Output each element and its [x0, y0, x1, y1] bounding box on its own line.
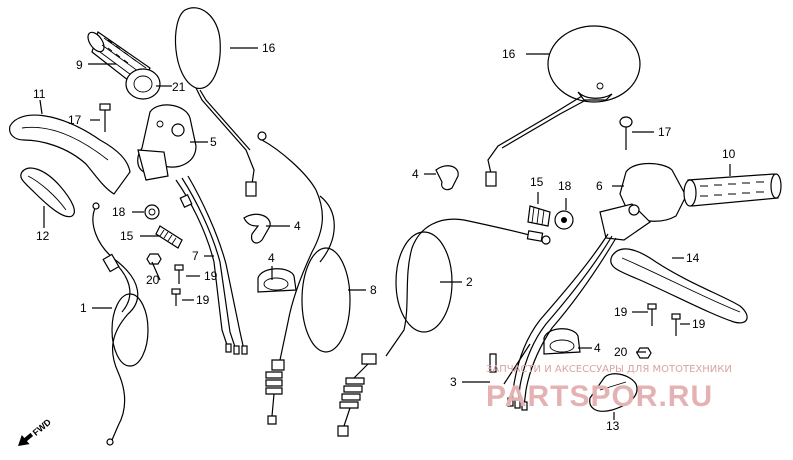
lever-pivot-bolt-part [99, 103, 111, 132]
callout-4-right-lower: 4 [594, 341, 601, 355]
callout-6: 6 [596, 179, 603, 193]
callout-15-right: 15 [530, 175, 544, 189]
callout-19-right-right: 19 [692, 317, 706, 331]
callout-9: 9 [76, 58, 83, 72]
right-screws [636, 303, 681, 359]
throttle-cable-part [257, 131, 351, 425]
grip-collar-part [125, 68, 161, 100]
watermark-tagline: ЗАПЧАСТИ И АКСЕССУАРЫ ДЛЯ МОТОТЕХНИКИ [486, 364, 732, 375]
left-small-parts [144, 204, 183, 249]
throttle-grip-part [683, 173, 782, 207]
forward-arrow: FWD [18, 417, 54, 446]
callout-12: 12 [36, 229, 50, 243]
callout-3: 3 [450, 375, 457, 389]
callout-14: 14 [686, 251, 700, 265]
leader-lines [39, 47, 731, 420]
forward-label: FWD [31, 417, 54, 438]
callout-4-left-upper: 4 [294, 219, 301, 233]
callout-18-right: 18 [558, 179, 572, 193]
callout-18-left: 18 [112, 205, 126, 219]
callout-numbers: 9 16 21 11 17 5 12 18 15 7 4 4 20 19 19 … [33, 41, 736, 433]
left-switch-housing-part [137, 104, 197, 181]
callout-17-left: 17 [68, 113, 82, 127]
callout-17-right: 17 [658, 125, 672, 139]
callout-4-left-lower: 4 [268, 251, 275, 265]
right-mirror-part [485, 25, 641, 187]
callout-16-left: 16 [262, 41, 276, 55]
callout-7: 7 [192, 249, 199, 263]
callout-4-right-upper: 4 [412, 167, 419, 181]
callout-2: 2 [466, 275, 473, 289]
callout-8: 8 [370, 283, 377, 297]
callout-16-right: 16 [502, 47, 516, 61]
callout-19-right-left: 19 [614, 305, 628, 319]
watermark-brand: PARTSPOR.RU [486, 380, 713, 413]
watermark: ЗАПЧАСТИ И АКСЕССУАРЫ ДЛЯ МОТОТЕХНИКИ PA… [486, 364, 732, 413]
clutch-lever-part [9, 114, 131, 195]
callout-13: 13 [606, 419, 620, 433]
left-cable-clamps [243, 213, 297, 293]
callout-10: 10 [722, 147, 736, 161]
callout-11: 11 [33, 87, 46, 101]
right-wire-harness-part [489, 233, 617, 411]
clutch-cable-part [92, 202, 149, 446]
callout-20-left: 20 [146, 273, 160, 287]
brake-lever-part [610, 248, 748, 324]
left-wire-harness-part [175, 175, 248, 355]
right-small-parts [527, 205, 574, 230]
right-pivot-bolt-part [619, 116, 633, 150]
callout-15-left: 15 [120, 229, 134, 243]
right-switch-housing-part [599, 162, 687, 241]
left-mirror-part [174, 7, 257, 197]
callout-19-left-lower: 19 [196, 293, 210, 307]
callout-20-right: 20 [614, 345, 628, 359]
right-lever-cover-part [589, 373, 638, 412]
callout-1: 1 [80, 301, 87, 315]
callout-21: 21 [172, 80, 186, 94]
right-cable-clamps [435, 165, 581, 355]
lever-cover-part [20, 167, 75, 218]
callout-5: 5 [210, 135, 217, 149]
callout-19-left-upper: 19 [204, 269, 218, 283]
left-screws [146, 253, 184, 306]
